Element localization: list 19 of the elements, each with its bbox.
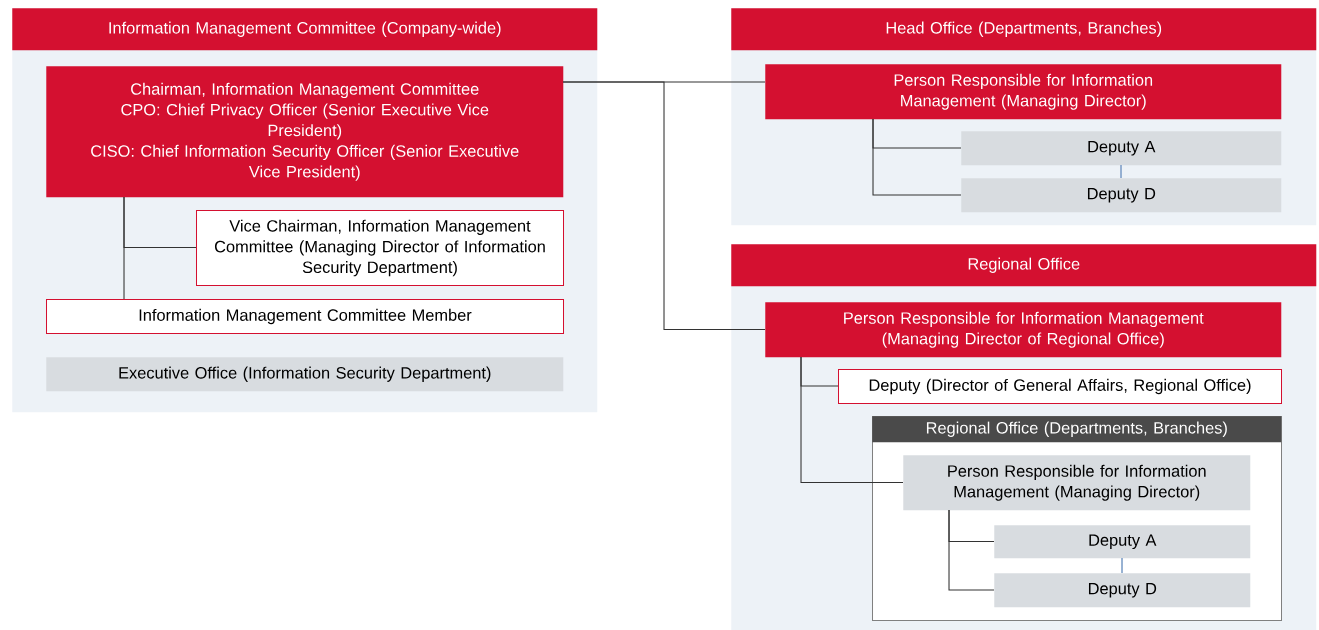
connector-line	[948, 509, 995, 591]
role-box: Deputy D	[994, 573, 1251, 608]
connector-line	[800, 356, 904, 484]
role-box: Executive Office (Information Security Department)	[46, 357, 564, 392]
connector-line	[872, 118, 962, 196]
role-box: Deputy (Director of General Affairs, Regional Office)	[838, 369, 1282, 404]
role-box: Chairman, Information Management Committee CPO: Chief Privacy Officer (Senior Executive Vice President) CISO: Chief Information Security Officer (Senior Executive Vice President)	[46, 66, 564, 198]
connector-line	[562, 81, 766, 331]
role-box: Deputy A	[961, 131, 1282, 166]
role-box: Deputy A	[994, 525, 1251, 559]
role-box: Information Management Committee Member	[46, 299, 564, 334]
role-box: Person Responsible for Information Management (Managing Director)	[765, 64, 1282, 120]
role-box: Vice Chairman, Information Management Committee (Managing Director of Information Security Department)	[196, 210, 564, 286]
role-box: Person Responsible for Information Management (Managing Director of Regional Office)	[765, 302, 1282, 358]
role-box: Deputy D	[961, 178, 1282, 213]
connector-line	[1120, 164, 1122, 179]
role-box: Person Responsible for Information Management (Managing Director)	[903, 455, 1251, 511]
connector-line	[1121, 557, 1123, 574]
connector-line	[123, 196, 125, 300]
